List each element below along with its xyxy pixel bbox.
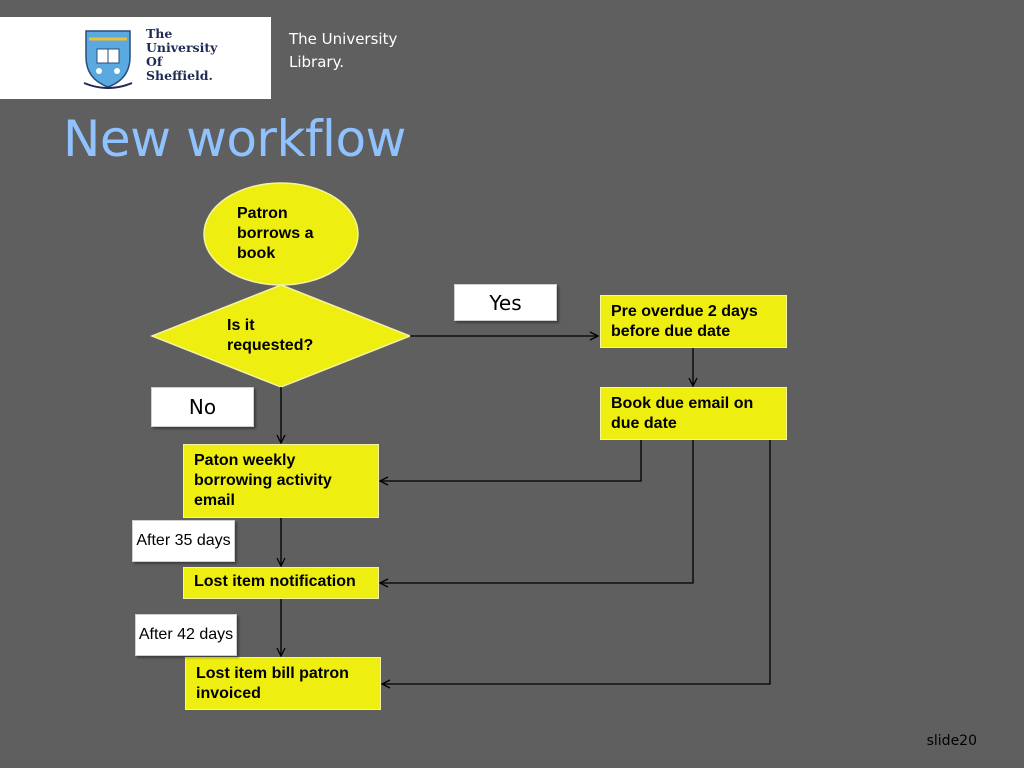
after-42-days-label: After 42 days: [135, 614, 237, 656]
lost-notification-box: Lost item notification: [183, 567, 379, 599]
slide-title: New workflow: [63, 110, 406, 168]
lost-bill-box: Lost item bill patron invoiced: [185, 657, 381, 710]
pre-overdue-box: Pre overdue 2 days before due date: [600, 295, 787, 348]
university-crest-icon: [83, 30, 133, 89]
decision-node: Is it requested?: [227, 317, 314, 354]
slide-number: slide20: [926, 733, 977, 749]
arrow-due-to-lost-bill: [382, 440, 771, 684]
weekly-email-box: Paton weekly borrowing activity email: [183, 444, 379, 518]
library-title: The University Library.: [289, 30, 398, 71]
university-logo: The University Of Sheffield.: [0, 17, 271, 99]
arrow-due-to-lost-notification: [380, 440, 694, 583]
after-35-days-label: After 35 days: [132, 520, 235, 562]
yes-label: Yes: [454, 284, 557, 321]
no-label: No: [151, 387, 254, 427]
logo-wordmark: The University Of Sheffield.: [146, 26, 218, 83]
arrow-due-to-weekly: [380, 440, 642, 481]
start-node: Patron borrows a book: [237, 205, 314, 262]
book-due-email-box: Book due email on due date: [600, 387, 787, 440]
